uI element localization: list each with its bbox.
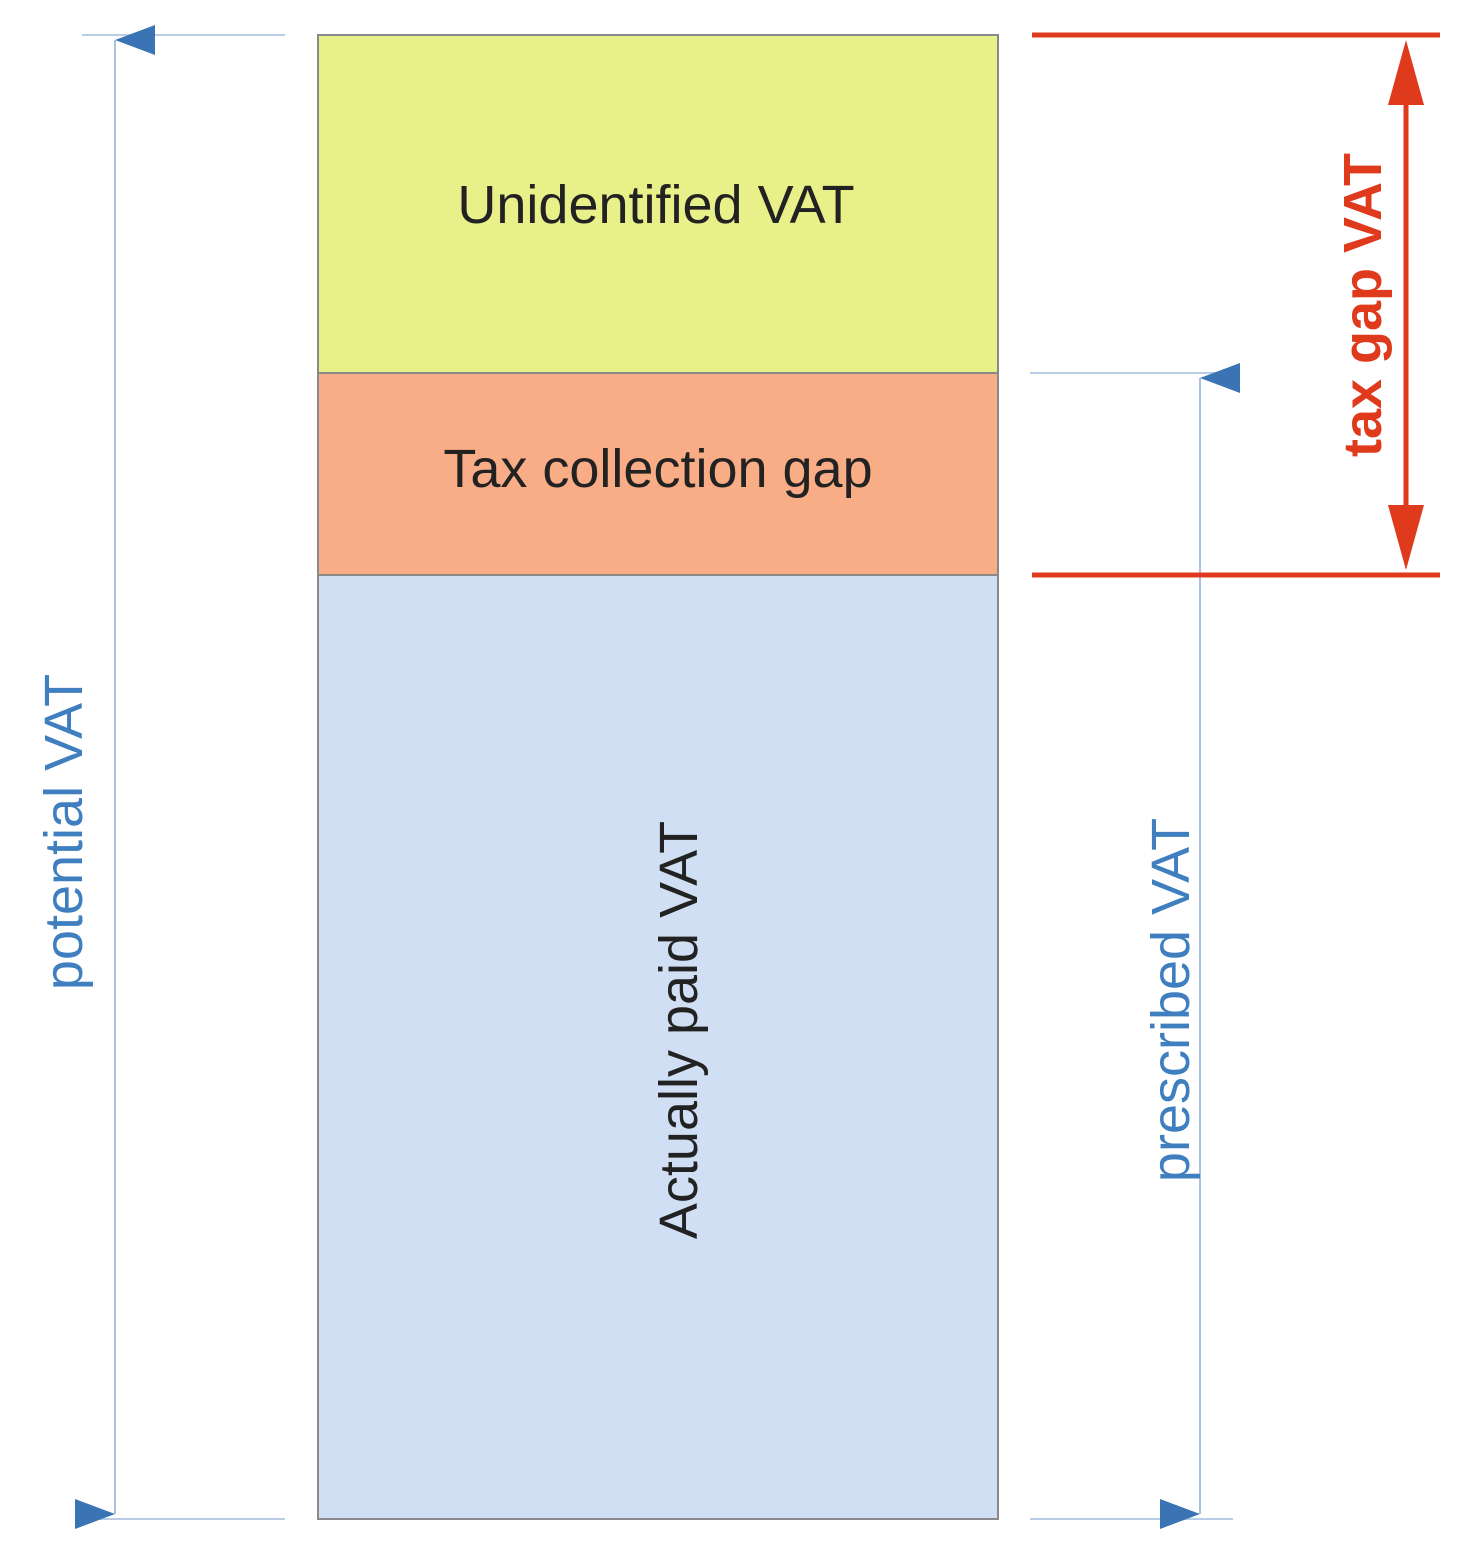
unidentified-vat-label: Unidentified VAT — [457, 175, 854, 235]
actually-paid-vat-label: Actually paid VAT — [649, 821, 709, 1239]
tax-collection-gap-label: Tax collection gap — [443, 439, 872, 499]
potential-vat-label: potential VAT — [34, 674, 94, 990]
tax-gap-dimension: tax gap VAT — [1032, 32, 1440, 578]
prescribed-vat-dimension: prescribed VAT — [1030, 363, 1240, 1529]
tax-gap-arrow-down-icon — [1388, 505, 1424, 570]
prescribed-vat-label: prescribed VAT — [1141, 818, 1201, 1182]
stacked-blocks — [317, 34, 999, 1520]
potential-vat-dimension: potential VAT — [34, 24, 285, 1529]
unidentified-vat-block — [317, 34, 999, 374]
actually-paid-vat-block — [317, 574, 999, 1520]
tax-collection-gap-block — [317, 372, 999, 576]
tax-gap-vat-label: tax gap VAT — [1333, 153, 1393, 457]
tax-gap-arrow-up-icon — [1388, 40, 1424, 105]
